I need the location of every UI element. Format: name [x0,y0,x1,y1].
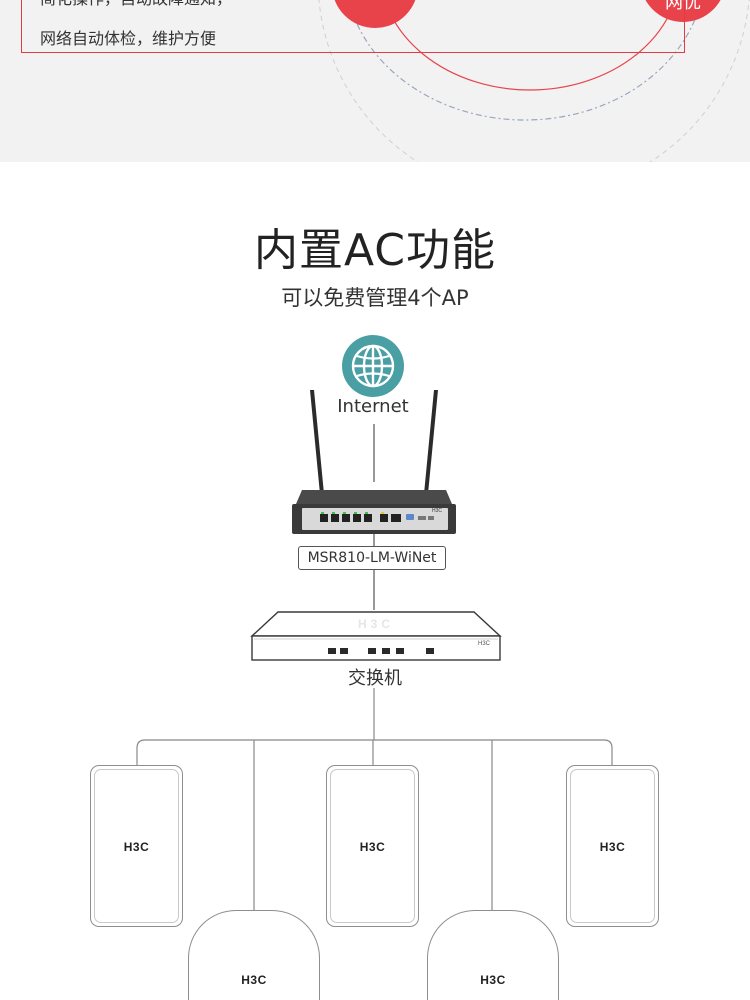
svg-text:H3C: H3C [432,508,442,514]
decor-rings [318,0,750,162]
section-title: 内置AC功能 [253,225,497,276]
internet-label: Internet [337,396,409,417]
feature-text-box: 简化操作，自动故障通知， 网络自动体检，维护方便 [21,0,685,53]
svg-text:H3C: H3C [358,617,394,631]
access-point-5-logo: H3C [599,840,626,854]
badge-right-label: 网优 [665,0,701,13]
section-subtitle: 可以免费管理4个AP [281,286,469,310]
access-point-1-bezel [94,769,179,923]
access-point-5: H3C [566,765,659,927]
access-point-3: H3C [326,765,419,927]
access-point-4-logo: H3C [480,973,506,987]
router-icon: H3C [292,390,456,534]
access-point-1: H3C [90,765,183,927]
access-point-4: H3C [427,910,559,1000]
feature-banner: 网优 简化操作，自动故障通知， 网络自动体检，维护方便 [0,0,750,162]
globe-icon [342,335,404,397]
access-point-2: H3C [188,910,320,1000]
access-point-3-logo: H3C [359,840,386,854]
router-model-label: MSR810-LM-WiNet [298,546,446,570]
access-point-3-bezel [330,769,415,923]
access-point-5-bezel [570,769,655,923]
connection-lines [136,424,613,910]
access-point-2-logo: H3C [241,973,267,987]
feature-line-2: 网络自动体检，维护方便 [40,29,217,48]
network-topology-diagram: Internet H3C MS [0,330,750,1000]
feature-line-1: 简化操作，自动故障通知， [40,0,232,9]
switch-label: 交换机 [348,668,402,689]
switch-icon: H3C H3C [250,611,502,661]
access-point-1-logo: H3C [123,840,150,854]
svg-text:H3C: H3C [478,641,491,647]
